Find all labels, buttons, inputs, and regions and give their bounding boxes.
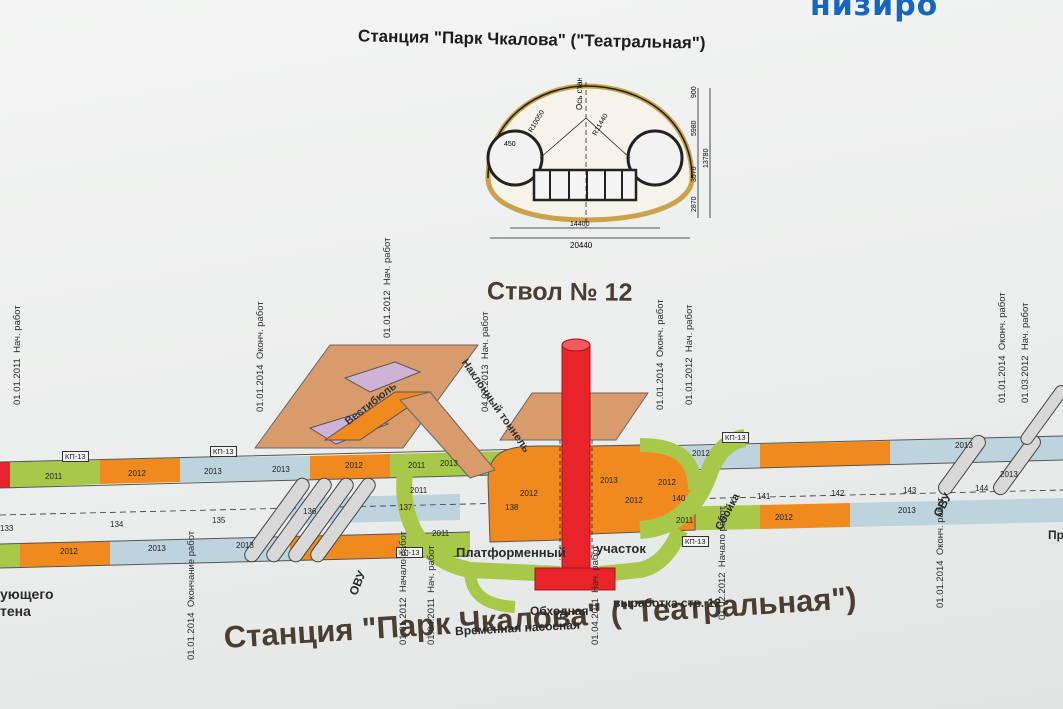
year-label: 2013 xyxy=(148,544,166,553)
date-annotation: 04.07.2013 Нач. работ xyxy=(480,311,491,412)
bypass-right xyxy=(599,526,688,582)
platform-label: Платформенный xyxy=(456,545,566,560)
picket-label: 134 xyxy=(110,520,124,529)
shaft-development-label: выработка ств. 12 xyxy=(613,596,721,610)
height-4: 2870 xyxy=(691,196,698,212)
width-inner: 14400 xyxy=(570,221,590,228)
year-label: 2011 xyxy=(408,461,426,470)
shaft-base-chamber xyxy=(534,567,616,591)
section-tag: КП-13 xyxy=(396,547,423,558)
picket-label: 137 xyxy=(399,503,413,512)
existing-label-1: ующего xyxy=(0,586,54,602)
left-tunnel-ring xyxy=(486,129,544,187)
year-label: 2013 xyxy=(898,506,916,515)
right-edge-label: Пр xyxy=(1048,528,1063,542)
year-label: 2012 xyxy=(345,461,363,470)
date-annotation: 01.01.2014 Оконч. работ xyxy=(935,497,946,608)
height-3: 3570 xyxy=(691,166,698,182)
picket-label: 140 xyxy=(672,494,686,503)
station-cross-section: Ось станции R10050 R11440 450 14400 2044… xyxy=(485,78,711,250)
height-5: 900 xyxy=(691,86,698,98)
bypass-label: Обходная xyxy=(530,604,589,618)
year-label: 2013 xyxy=(600,476,618,485)
year-label: 2011 xyxy=(432,529,450,538)
date-annotation: 01.01.2014 Окончание работ xyxy=(186,530,197,660)
date-annotation: 01.01.2011 Нач. работ xyxy=(12,305,23,405)
date-annotation: 01.04.2011 Нач. работ xyxy=(426,545,437,645)
year-label: 2013 xyxy=(204,467,222,476)
year-label: 2013 xyxy=(1000,470,1018,479)
picket-label: 138 xyxy=(505,503,519,512)
radius-small: 450 xyxy=(504,141,516,148)
width-outer: 20440 xyxy=(570,241,593,250)
date-annotation: 01.01.2014 Оконч. работ xyxy=(997,292,1008,403)
year-label: 2013 xyxy=(236,541,254,550)
year-label: 2012 xyxy=(520,489,538,498)
picket-label: 142 xyxy=(831,489,845,498)
year-label: 2012 xyxy=(60,547,78,556)
year-label: 2012 xyxy=(692,449,710,458)
picket-label: 143 xyxy=(903,486,917,495)
year-label: 2013 xyxy=(440,459,458,468)
ovu-right xyxy=(938,385,1063,496)
date-annotation: 01.01.2012 Начало работ xyxy=(398,530,409,645)
bypass-left xyxy=(396,471,561,582)
picket-label: 133 xyxy=(0,524,14,533)
section-tag: КП-13 xyxy=(682,536,709,547)
section-tag: КП-13 xyxy=(62,451,89,462)
axis-label: Ось станции xyxy=(575,78,584,110)
date-annotation: 01.01.2012 Нач. работ xyxy=(382,237,393,338)
year-label: 2012 xyxy=(775,513,793,522)
height-2: 13780 xyxy=(703,148,710,168)
year-label: 2011 xyxy=(410,486,428,495)
year-label: 2012 xyxy=(625,496,643,505)
date-annotation: 01.03.2012 Нач. работ xyxy=(1020,302,1031,403)
existing-label-2: тена xyxy=(0,603,31,619)
date-annotation: 01.01.2014 Оконч. работ xyxy=(655,299,666,410)
pump-chamber xyxy=(464,569,516,613)
picket-label: 136 xyxy=(303,507,317,516)
picket-label: 141 xyxy=(757,492,771,501)
year-label: 2011 xyxy=(676,516,694,525)
date-annotation: 01.01.2012 Нач. работ xyxy=(684,304,695,405)
board-heading-fragment: низиро xyxy=(810,0,939,23)
year-label: 2012 xyxy=(128,469,146,478)
ovu-left xyxy=(244,477,376,563)
year-label: 2013 xyxy=(955,441,973,450)
picket-label: 144 xyxy=(975,484,989,493)
vestibule-roof xyxy=(254,344,479,449)
right-tunnel-ring xyxy=(626,129,684,187)
platform-label-2: участок xyxy=(596,541,646,556)
shaft-12 xyxy=(561,344,591,586)
incline-tunnel xyxy=(399,391,496,479)
date-annotation: 01.04.2011 Нач. работ xyxy=(590,545,601,645)
year-label: 2011 xyxy=(45,472,63,481)
section-tag: КП-13 xyxy=(722,432,749,443)
date-annotation: 01.01.2014 Оконч. работ xyxy=(255,301,266,412)
height-1: 5980 xyxy=(691,120,698,136)
picket-label: 135 xyxy=(212,516,226,525)
section-tag: КП-13 xyxy=(210,446,237,457)
year-label: 2013 xyxy=(272,465,290,474)
year-label: 2012 xyxy=(658,478,676,487)
date-annotation: 01.02.2012 Начало работ xyxy=(717,505,728,620)
crossover-passage xyxy=(639,429,747,539)
